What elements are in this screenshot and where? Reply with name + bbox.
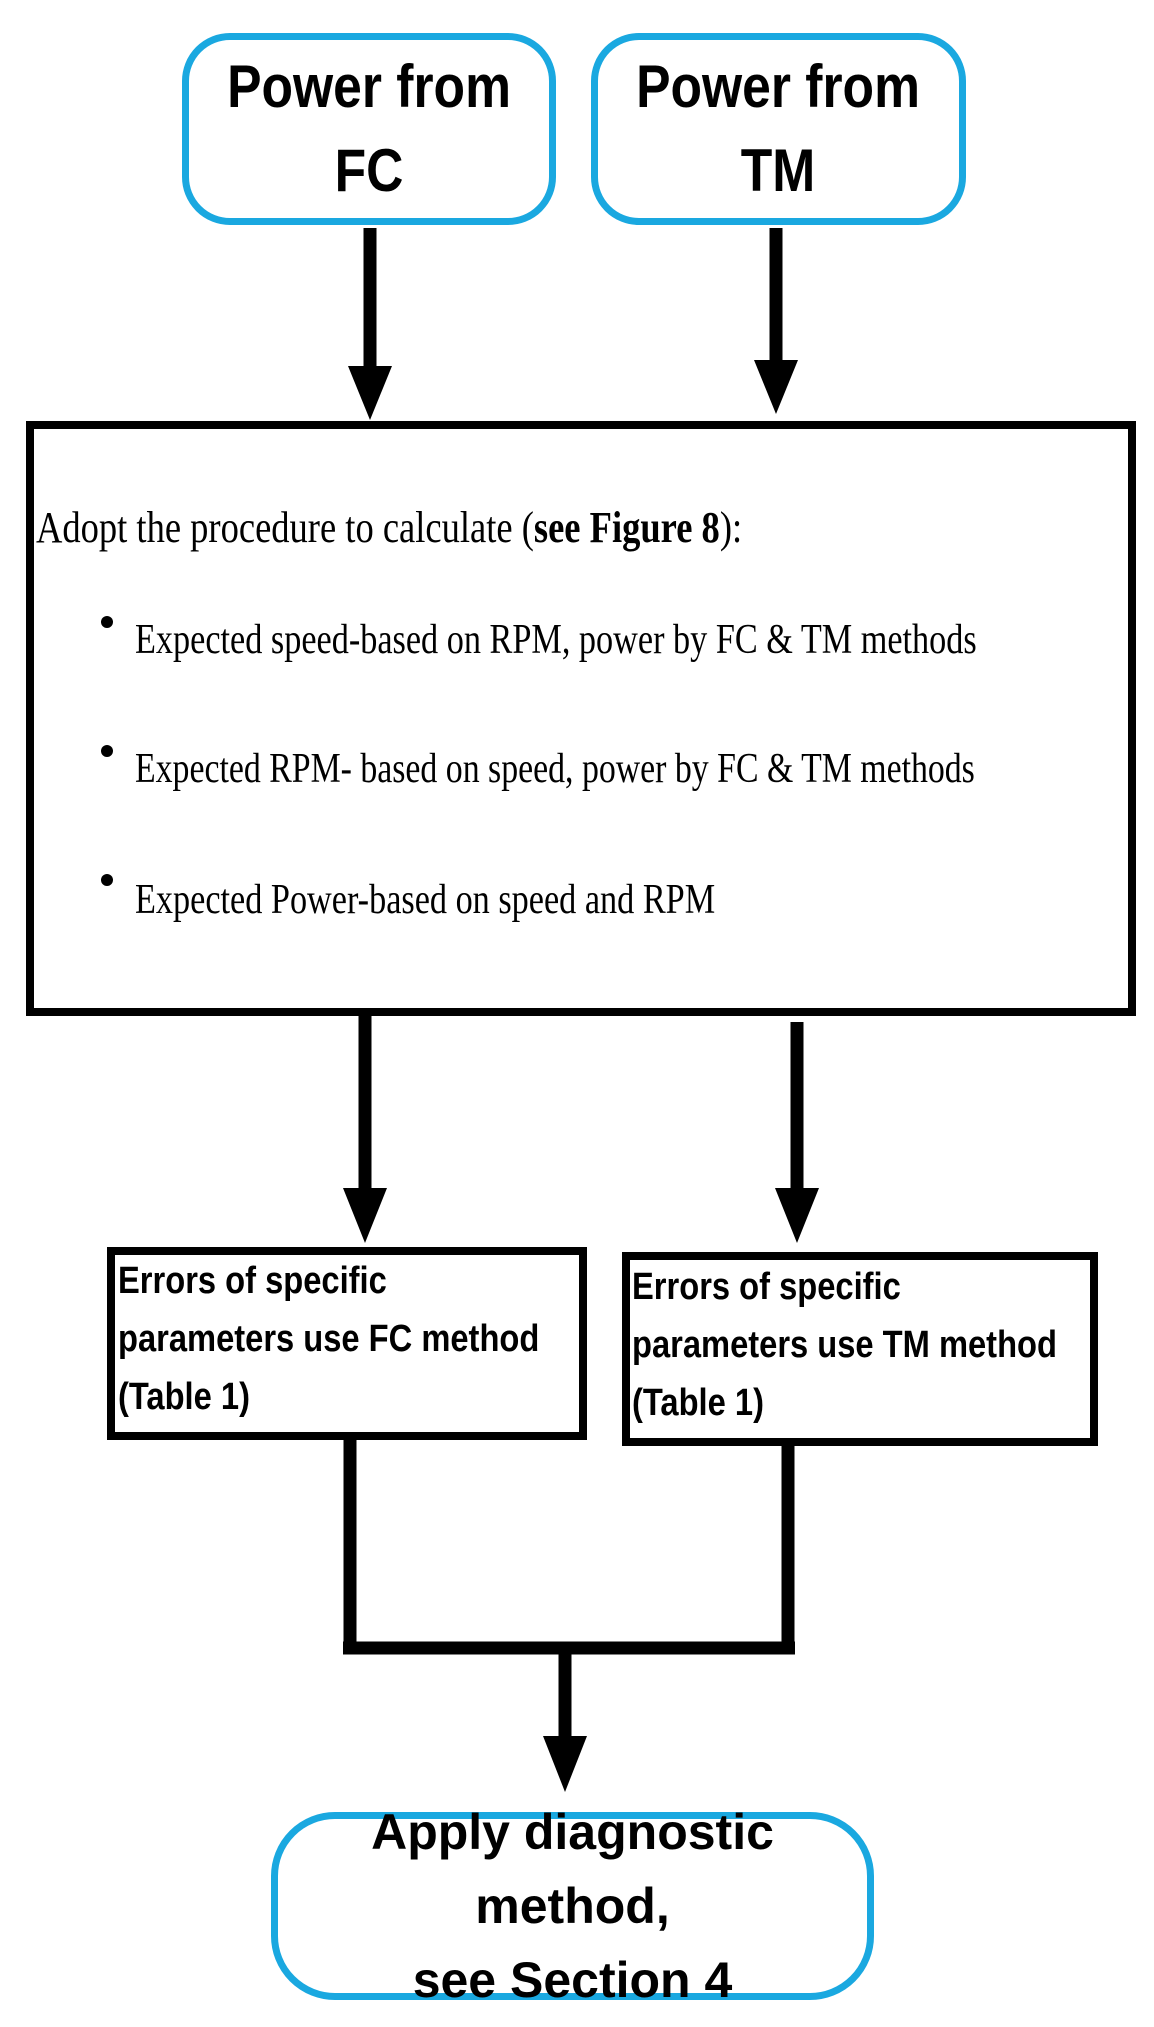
errors-fc-line2: parameters use FC method [118,1318,540,1360]
power-from-tm-box: Power from TM [591,33,966,225]
errors-tm-line2: parameters use TM method [632,1324,1057,1366]
errors-fc-box [107,1247,587,1440]
errors-tm-line1: Errors of specific [632,1266,901,1308]
arrow-procedure-to-errors-tm [775,1022,819,1243]
errors-tm-line3: (Table 1) [632,1382,764,1424]
procedure-bullet-3: Expected Power-based on speed and RPM [135,877,716,923]
procedure-bullet-1: Expected speed-based on RPM, power by FC… [135,617,977,663]
errors-fc-text: Errors of specific parameters use FC met… [118,1252,539,1426]
procedure-intro-text: Adopt the procedure to calculate ( [36,503,534,552]
apply-line1: Apply diagnostic method, [371,1804,774,1934]
procedure-figure-ref: see Figure 8 [533,503,720,552]
bullet-dot-2 [101,745,113,757]
merge-connector [343,1438,795,1655]
power-from-tm-line2: TM [741,137,816,204]
arrow-procedure-to-errors-fc [343,1008,387,1243]
procedure-intro: Adopt the procedure to calculate (see Fi… [36,500,742,556]
errors-tm-text: Errors of specific parameters use TM met… [632,1258,1057,1432]
procedure-box [26,421,1136,1016]
bullet-dot-1 [101,616,113,628]
arrow-fc-to-procedure [348,228,392,420]
errors-tm-box [622,1252,1098,1446]
bullet-dot-3 [101,874,113,886]
procedure-bullet-2: Expected RPM- based on speed, power by F… [135,746,975,792]
arrow-merge-to-apply [543,1654,587,1792]
power-from-fc-line1: Power from [227,53,511,120]
errors-fc-line3: (Table 1) [118,1376,250,1418]
power-from-fc-box: Power from FC [182,33,556,225]
arrow-tm-to-procedure [754,228,798,414]
apply-diagnostic-box: Apply diagnostic method, see Section 4 [271,1804,874,2008]
power-from-fc-line2: FC [334,137,404,204]
errors-fc-line1: Errors of specific [118,1260,387,1302]
apply-line2: see Section 4 [412,1952,733,2008]
power-from-tm-line1: Power from [636,53,921,120]
procedure-intro-end: ): [719,503,743,552]
